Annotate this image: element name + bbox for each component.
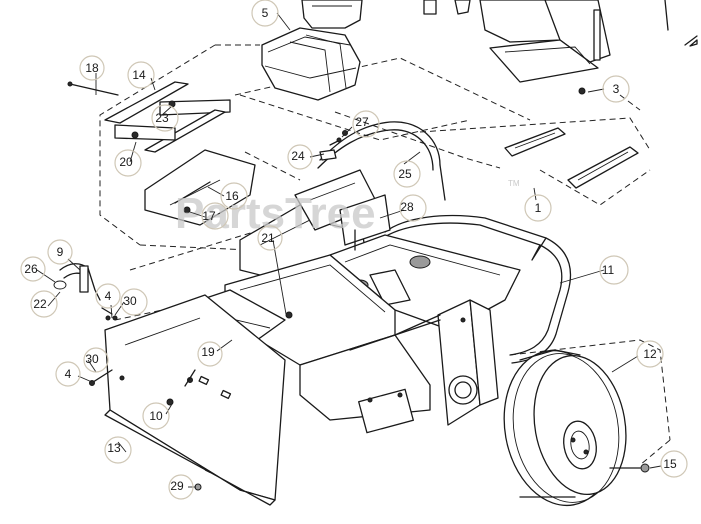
callout-9: 9 [57,245,64,259]
callout-circle [660,450,688,478]
rear-wheel [503,349,650,507]
callout-circle [83,347,109,373]
callout-20: 20 [119,155,133,169]
floor-pan [144,149,256,226]
control-tube [317,121,446,201]
callout-circle [151,104,179,132]
callout-21: 21 [261,231,275,245]
seat-back-fragment [301,0,698,83]
callout-14: 14 [132,68,146,82]
callout-circle [168,474,194,500]
callout-17: 17 [202,209,216,223]
callout-11: 11 [602,263,615,277]
callout-12: 12 [643,347,657,361]
callout-29: 29 [170,479,184,493]
hardware-fasteners [112,137,342,491]
callout-circle [352,110,380,138]
callout-1: 1 [535,201,542,215]
callout-circle [636,340,664,368]
front-shield [104,294,286,506]
callout-circle [79,55,105,81]
callout-circle [127,61,155,89]
watermark: PartsTree TM [175,179,520,238]
callout-28: 28 [400,200,414,214]
brake-linkage [53,263,113,386]
callout-circle [393,160,421,188]
seat-cushion [261,27,361,101]
callout-24: 24 [291,149,305,163]
callout-16: 16 [225,189,239,203]
callout-10: 10 [149,409,163,423]
callout-circle [142,402,170,430]
callout-27: 27 [355,115,369,129]
callout-4-lower: 4 [65,367,72,381]
callout-30-lower: 30 [85,352,99,366]
callout-circle [120,288,148,316]
callout-circle [287,144,313,170]
callout-circle [599,255,629,285]
callout-19: 19 [201,345,215,359]
callout-circle [197,341,223,367]
callout-circle [220,182,248,210]
watermark-tm: TM [508,179,520,188]
callout-15: 15 [663,457,677,471]
callout-circle [602,75,630,103]
callout-23: 23 [155,111,169,125]
callout-30-upper: 30 [123,294,137,308]
callout-5: 5 [262,6,269,20]
chassis-frame [224,194,572,434]
seat-support-plate [67,81,231,153]
callout-circle [47,239,73,265]
callout-circle [20,256,46,282]
callout-circle [524,194,552,222]
callout-25: 25 [398,167,412,181]
callout-circle [95,283,121,309]
callout-18: 18 [85,61,99,75]
callout-circle [251,0,279,27]
callout-4-upper: 4 [105,289,112,303]
callout-13: 13 [107,441,121,455]
callout-26: 26 [24,262,38,276]
watermark-text: PartsTree [175,189,376,238]
callout-circle [104,436,132,464]
callout-circle [114,149,142,177]
callout-circle [201,202,229,230]
callout-circle [30,290,58,318]
callout-circle [55,361,81,387]
callout-22: 22 [33,297,47,311]
callout-labels: 1 3 4 4 5 9 10 11 12 13 14 15 16 17 18 1… [20,0,688,500]
seat-rails [504,87,639,189]
callout-circle [257,225,283,251]
callout-3: 3 [613,82,620,96]
callout-circle [399,194,427,222]
